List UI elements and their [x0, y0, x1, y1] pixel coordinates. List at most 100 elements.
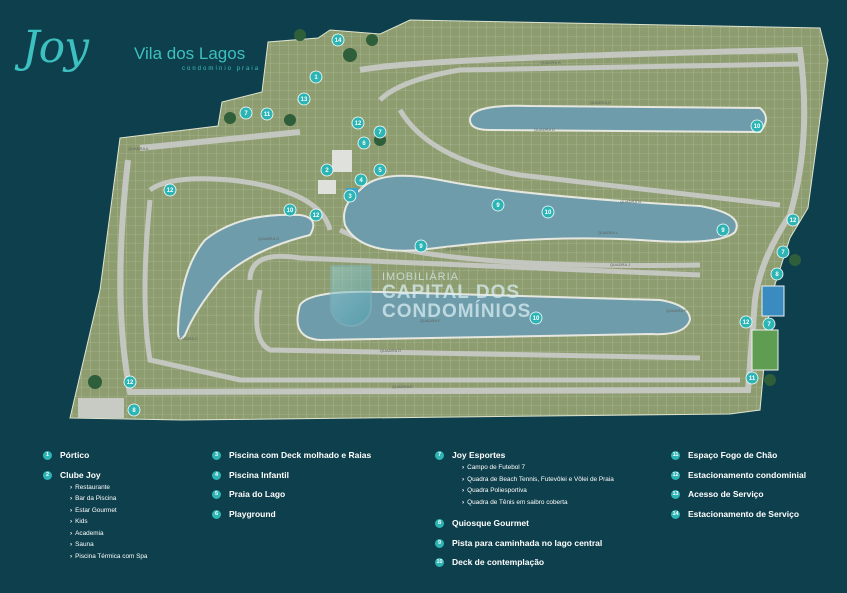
svg-text:12: 12	[790, 218, 797, 224]
svg-text:8: 8	[775, 272, 779, 278]
logo-joy-script: Joy	[22, 22, 89, 73]
svg-text:QUADRA A: QUADRA A	[128, 146, 149, 151]
watermark-line1: IMOBILIÁRIA	[382, 270, 460, 283]
legend-label: Joy Esportes	[452, 450, 506, 460]
map-marker-5: 5	[373, 163, 387, 177]
legend-number-badge: 3	[212, 451, 221, 460]
map-marker-10: 10	[750, 119, 764, 133]
svg-text:QUADRA B: QUADRA B	[540, 60, 561, 65]
map-marker-12: 12	[739, 315, 753, 329]
map-marker-11: 11	[745, 371, 759, 385]
legend-label: Estacionamento de Serviço	[688, 508, 800, 519]
svg-text:QUADRA F: QUADRA F	[420, 318, 441, 323]
legend-number-badge: 7	[435, 451, 444, 460]
legend-label: Clube Joy	[60, 469, 101, 480]
map-marker-9: 9	[491, 198, 505, 212]
svg-text:10: 10	[545, 210, 552, 216]
svg-text:10: 10	[754, 124, 761, 130]
legend-number-badge: 13	[671, 490, 680, 499]
legend-number-badge: 10	[435, 558, 444, 568]
legend-number-badge: 14	[671, 509, 680, 519]
legend-label: Pórtico	[60, 450, 90, 460]
svg-text:9: 9	[419, 244, 423, 250]
legend-label: Quiosque Gourmet	[452, 518, 529, 529]
legend-label: Deck de contemplação	[452, 557, 545, 568]
map-marker-7: 7	[762, 317, 776, 331]
map-marker-8: 8	[770, 267, 784, 281]
svg-text:1: 1	[314, 75, 318, 81]
legend-number-badge: 2	[43, 470, 52, 480]
legend-label: Piscina com Deck molhado e Raias	[229, 450, 372, 460]
legend-label: Acesso de Serviço	[688, 489, 764, 499]
lake-central	[343, 174, 738, 252]
lake-west	[176, 213, 315, 340]
map-marker-10: 10	[541, 205, 555, 219]
legend-number-badge: 8	[435, 519, 444, 529]
map-marker-11: 11	[260, 107, 274, 121]
map-marker-7: 7	[239, 106, 253, 120]
map-marker-7: 7	[776, 245, 790, 259]
watermark-line2: CAPITAL DOS	[382, 281, 521, 303]
svg-text:7: 7	[378, 130, 382, 136]
svg-text:QUADRA E: QUADRA E	[392, 384, 413, 389]
legend-label: Estacionamento condominial	[688, 469, 807, 480]
svg-text:QUADRA O: QUADRA O	[380, 348, 401, 353]
legend-number-badge: 4	[212, 470, 221, 480]
svg-text:12: 12	[127, 380, 134, 386]
svg-text:QUADRA C: QUADRA C	[177, 336, 198, 341]
svg-text:7: 7	[781, 250, 785, 256]
ring-road	[117, 46, 808, 396]
watermark-shield-icon	[330, 265, 372, 327]
map-marker-12: 12	[351, 116, 365, 130]
svg-text:11: 11	[749, 376, 756, 382]
legend-number-badge: 5	[212, 490, 221, 499]
svg-text:12: 12	[167, 188, 174, 194]
svg-text:5: 5	[378, 168, 382, 174]
legend-number-badge: 6	[212, 509, 221, 519]
svg-text:7: 7	[244, 111, 248, 117]
svg-text:13: 13	[301, 97, 308, 103]
legend-number-badge: 1	[43, 451, 52, 460]
map-marker-9: 9	[716, 223, 730, 237]
map-marker-14: 14	[331, 33, 345, 47]
map-marker-4: 4	[354, 173, 368, 187]
soccer-field	[751, 329, 779, 371]
watermark-line3: CONDOMÍNIOS	[382, 300, 532, 322]
map-marker-9: 9	[414, 239, 428, 253]
map-marker-10: 10	[283, 203, 297, 217]
svg-text:12: 12	[313, 213, 320, 219]
logo-name: Vila dos Lagos	[134, 44, 246, 63]
logo-subtitle: condomínio praia	[182, 66, 261, 72]
map-marker-8: 8	[127, 403, 141, 417]
map-marker-2: 2	[320, 163, 334, 177]
watermark: IMOBILIÁRIA CAPITAL DOS CONDOMÍNIOS	[330, 265, 531, 327]
svg-text:14: 14	[335, 38, 342, 44]
map-marker-6: 6	[357, 136, 371, 150]
legend-label: Playground	[229, 508, 276, 519]
legend-number-badge: 12	[671, 470, 680, 480]
legend-label: Praia do Lago	[229, 489, 286, 499]
legend-label: Piscina Infantil	[229, 469, 289, 480]
svg-text:QUADRA P: QUADRA P	[666, 308, 687, 313]
svg-text:10: 10	[533, 316, 540, 322]
svg-text:QUADRA G: QUADRA G	[258, 236, 279, 241]
map-marker-7: 7	[373, 125, 387, 139]
legend-number-badge: 9	[435, 538, 444, 548]
svg-text:6: 6	[362, 141, 366, 147]
service-parking	[78, 398, 124, 418]
map-marker-10: 10	[529, 311, 543, 325]
svg-text:11: 11	[264, 112, 271, 118]
map-marker-1: 1	[309, 70, 323, 84]
map-marker-12: 12	[163, 183, 177, 197]
svg-text:3: 3	[348, 194, 352, 200]
svg-text:4: 4	[359, 178, 363, 184]
brand-logo: Joy Vila dos Lagos condomínio praia	[22, 22, 258, 73]
svg-text:12: 12	[743, 320, 750, 326]
svg-text:QUADRA N: QUADRA N	[620, 199, 641, 204]
legend-label: Espaço Fogo de Chão	[688, 450, 778, 460]
svg-text:9: 9	[496, 203, 500, 209]
legend-number-badge: 11	[671, 451, 680, 460]
map-marker-12: 12	[786, 213, 800, 227]
map-marker-13: 13	[297, 92, 311, 106]
map-marker-3: 3	[343, 189, 357, 203]
